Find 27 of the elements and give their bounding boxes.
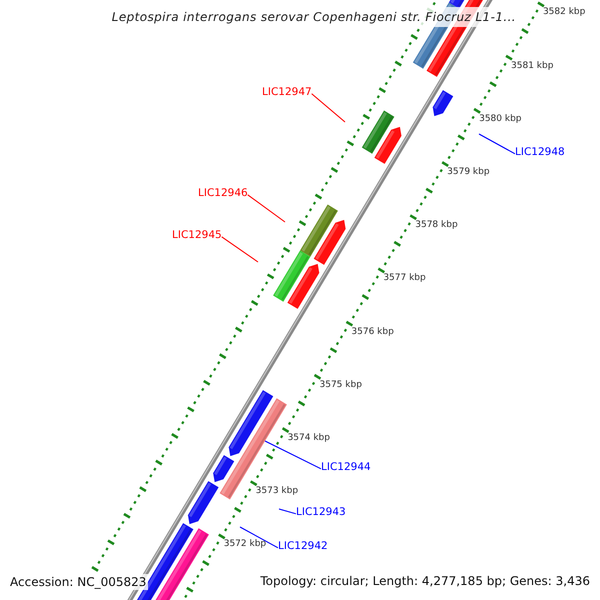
scale-label: 3579 kbp <box>447 167 490 178</box>
scale-label: 3572 kbp <box>224 539 266 550</box>
gene-label: LIC12942 <box>278 540 328 553</box>
scale-label: 3580 kbp <box>479 114 522 124</box>
leader-line <box>240 526 278 548</box>
scale-label: 3574 kbp <box>288 433 330 444</box>
scale-label: 3573 kbp <box>256 486 298 496</box>
gene-label: LIC12943 <box>296 506 346 519</box>
leader-line <box>264 440 322 470</box>
leader-line <box>278 508 296 514</box>
scale-label: 3577 kbp <box>383 273 426 284</box>
genome-info-label: Topology: circular; Length: 4,277,185 bp; Genes: 3,436 <box>260 574 590 588</box>
scale-label: 3582 kbp <box>542 7 586 18</box>
gene-label: LIC12946 <box>198 187 248 200</box>
scale-label: 3578 kbp <box>415 220 458 230</box>
leader-line <box>247 194 286 222</box>
leader-line <box>221 236 258 262</box>
accession-label: Accession: NC_005823 <box>8 574 148 590</box>
gene-label: LIC12948 <box>515 146 565 159</box>
gene-label: LIC12944 <box>321 461 371 474</box>
leader-line <box>478 134 516 154</box>
gene-label: LIC12947 <box>262 86 312 99</box>
scale-label: 3575 kbp <box>320 380 362 390</box>
gene-label: LIC12945 <box>172 229 222 242</box>
leader-line <box>311 93 346 122</box>
scale-label: 3576 kbp <box>351 326 394 337</box>
scale-label: 3581 kbp <box>511 60 554 71</box>
